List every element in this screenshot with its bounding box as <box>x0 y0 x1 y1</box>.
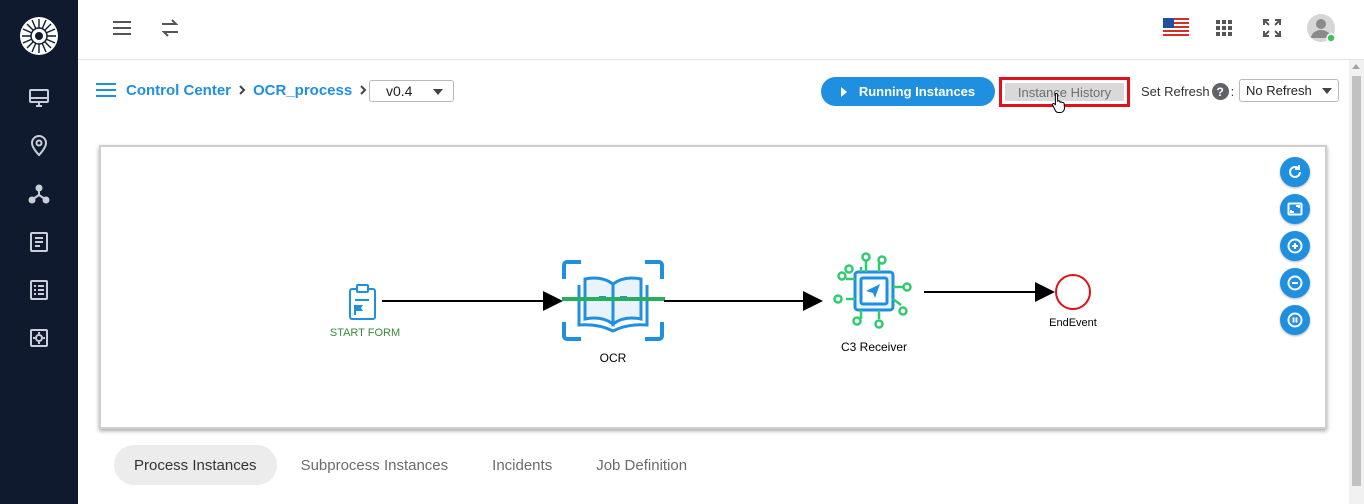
us-flag-icon[interactable] <box>1163 16 1189 38</box>
pause-button[interactable] <box>1280 305 1310 335</box>
tab-incidents[interactable]: Incidents <box>492 456 553 474</box>
end-event-node[interactable] <box>1055 274 1091 310</box>
fullscreen-icon[interactable] <box>1260 16 1284 40</box>
refresh-diagram-button[interactable] <box>1280 157 1310 187</box>
sidebar <box>0 0 78 504</box>
hamburger-menu-icon[interactable] <box>110 16 134 40</box>
tab-subprocess-instances[interactable]: Subprocess Instances <box>300 456 449 474</box>
zoom-out-icon <box>1287 275 1303 291</box>
ocr-task-node[interactable] <box>562 260 665 341</box>
instance-history-label: Instance History <box>1017 84 1112 100</box>
ocr-label: OCR <box>600 351 627 365</box>
caret-down-icon <box>1322 88 1332 94</box>
start-form-node[interactable] <box>349 284 376 320</box>
set-refresh-colon: : <box>1230 84 1235 99</box>
pause-icon <box>1287 312 1303 328</box>
chevron-right-icon <box>360 85 367 95</box>
c3-receiver-label: C3 Receiver <box>841 340 907 354</box>
running-instances-button[interactable]: Running Instances <box>821 77 995 106</box>
top-bar <box>78 0 1364 60</box>
chevron-right-icon <box>239 85 246 95</box>
set-refresh-text: Set Refresh <box>1141 84 1210 99</box>
running-instances-label: Running Instances <box>858 84 976 99</box>
sunburst-logo-icon[interactable] <box>19 16 59 56</box>
list-icon[interactable] <box>27 278 51 302</box>
network-icon[interactable] <box>27 182 51 206</box>
zoom-in-icon <box>1287 238 1303 254</box>
breadcrumb: Control Center OCR_process <box>96 78 374 102</box>
menu-list-icon[interactable] <box>96 81 116 99</box>
instance-history-button[interactable]: Instance History <box>1005 83 1124 101</box>
caret-down-icon <box>433 89 443 95</box>
version-select[interactable]: v0.4 <box>369 80 454 102</box>
version-value: v0.4 <box>386 83 413 99</box>
fit-screen-button[interactable] <box>1280 194 1310 224</box>
fit-screen-icon <box>1287 202 1303 216</box>
scrollbar-thumb[interactable] <box>1352 76 1361 486</box>
set-refresh-label: Set Refresh ? : <box>1141 83 1234 100</box>
play-icon <box>840 86 847 97</box>
c3-receiver-node[interactable] <box>833 252 912 329</box>
help-icon[interactable]: ? <box>1211 83 1229 100</box>
refresh-select[interactable]: No Refresh <box>1239 79 1339 102</box>
tab-process-instances[interactable]: Process Instances <box>114 445 277 485</box>
instance-tabs: Process Instances Subprocess Instances I… <box>114 445 711 485</box>
refresh-value: No Refresh <box>1246 83 1312 98</box>
start-form-label: START FORM <box>330 327 400 339</box>
breadcrumb-control-center[interactable]: Control Center <box>126 81 231 99</box>
document-icon[interactable] <box>27 230 51 254</box>
breadcrumb-process[interactable]: OCR_process <box>253 81 353 99</box>
settings-box-icon[interactable] <box>27 326 51 350</box>
page-scrollbar[interactable] <box>1349 60 1364 504</box>
location-pin-icon[interactable] <box>27 134 51 158</box>
process-diagram-canvas[interactable]: START FORM OCR <box>99 145 1327 429</box>
tab-job-definition[interactable]: Job Definition <box>596 456 688 474</box>
bpmn-diagram: START FORM OCR <box>330 252 1097 365</box>
zoom-in-button[interactable] <box>1280 231 1310 261</box>
scroll-up-arrow-icon[interactable] <box>1352 64 1360 69</box>
user-avatar-icon[interactable] <box>1306 13 1336 43</box>
refresh-icon <box>1289 165 1301 178</box>
hand-pointer-cursor-icon <box>1051 92 1066 113</box>
apps-grid-icon[interactable] <box>1212 16 1236 40</box>
end-event-label: EndEvent <box>1049 317 1097 329</box>
monitor-icon[interactable] <box>27 86 51 110</box>
zoom-out-button[interactable] <box>1280 268 1310 298</box>
swap-arrows-icon[interactable] <box>158 16 182 40</box>
